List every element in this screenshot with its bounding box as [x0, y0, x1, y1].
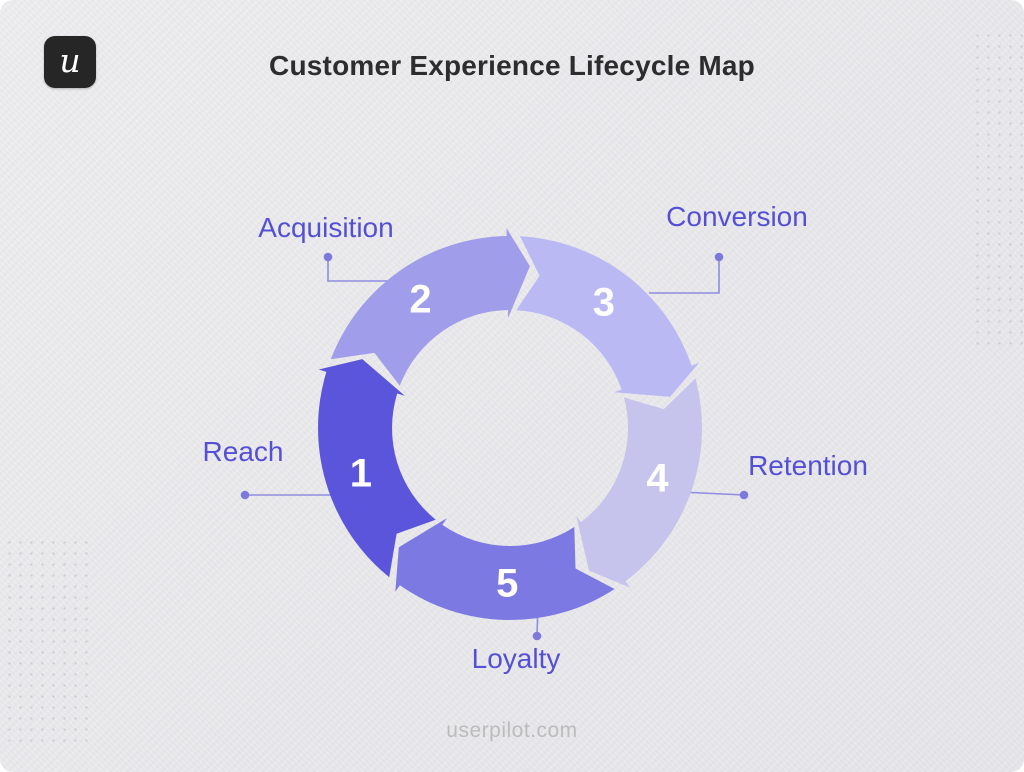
stage-label-loyalty: Loyalty: [471, 643, 561, 674]
stage-label-acquisition: Acquisition: [258, 212, 394, 243]
stage-number-2: 2: [409, 277, 432, 322]
cycle-segment-3-conversion: [516, 236, 700, 397]
stage-number-4: 4: [646, 456, 669, 501]
leader-dot-loyalty: [532, 631, 542, 641]
stage-number-1: 1: [349, 451, 372, 496]
watermark-url: userpilot.com: [446, 719, 578, 742]
stage-label-reach: Reach: [202, 436, 284, 467]
cycle-segment-4-retention: [576, 378, 703, 588]
leader-dot-reach: [240, 490, 250, 500]
leader-line-conversion: [649, 257, 720, 294]
userpilot-logo-letter: u: [59, 40, 81, 80]
stage-label-retention: Retention: [748, 450, 868, 481]
stage-label-conversion: Conversion: [666, 201, 808, 232]
cycle-segment-1-reach: [318, 359, 436, 578]
cycle-segment-2-acquisition: [330, 228, 530, 386]
leader-dot-retention: [739, 490, 749, 500]
leader-dot-conversion: [714, 252, 724, 262]
leader-line-acquisition: [327, 257, 391, 282]
stage-number-3: 3: [592, 280, 615, 325]
stage-number-5: 5: [496, 561, 519, 606]
leader-line-retention: [680, 491, 745, 496]
page-title: Customer Experience Lifecycle Map: [269, 50, 755, 81]
userpilot-logo: u: [44, 36, 96, 88]
cycle-segment-5-loyalty: [395, 518, 615, 620]
leader-dot-acquisition: [323, 252, 333, 262]
